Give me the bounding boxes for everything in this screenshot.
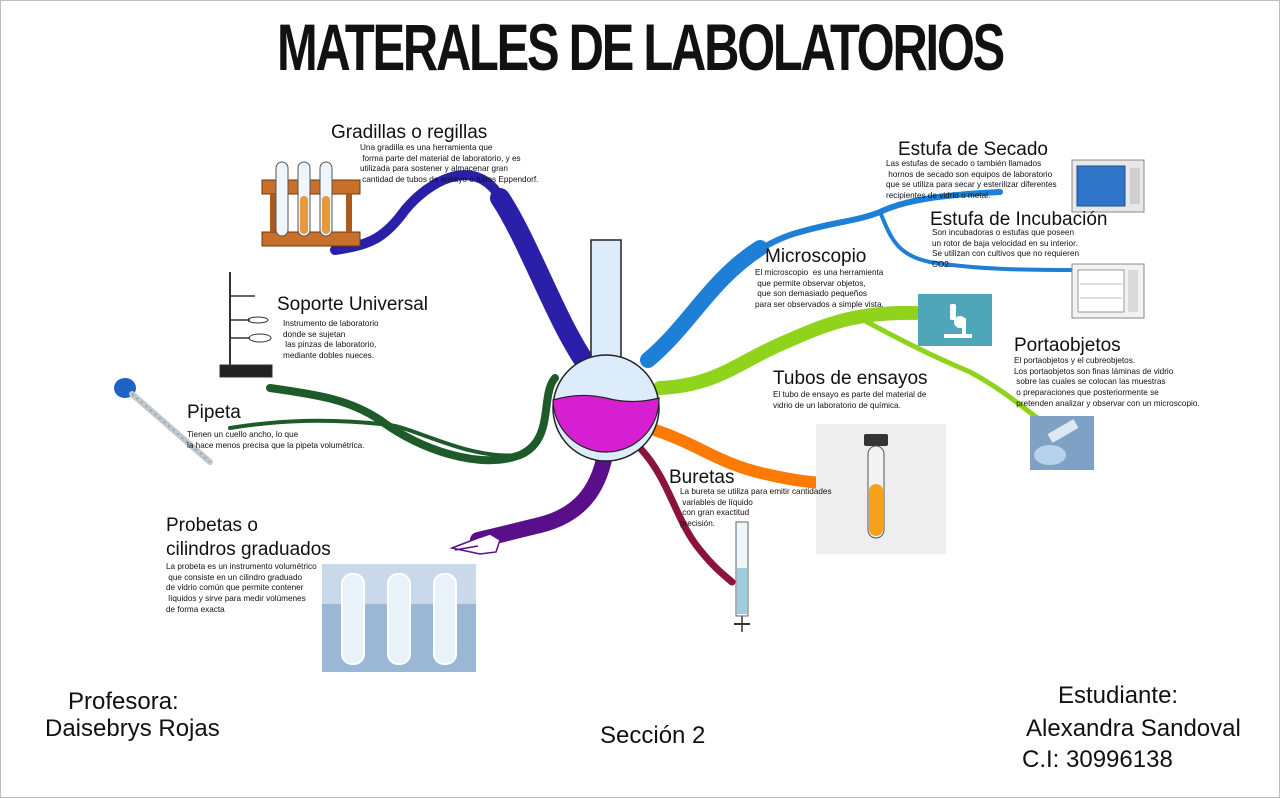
buretas-description: La bureta se utiliza para emitir cantida… [680, 487, 832, 530]
portaobjetos-heading: Portaobjetos [1014, 336, 1121, 357]
drying-oven-icon [1072, 160, 1144, 212]
gradillas-heading: Gradillas o regillas [331, 123, 487, 144]
branch-probetas [478, 455, 605, 540]
profesora-name: Daisebrys Rojas [45, 715, 220, 743]
estudiante-label: Estudiante: [1058, 682, 1178, 710]
tubos-heading: Tubos de ensayos [773, 369, 928, 390]
estufa-secado-description: Las estufas de secado o también llamados… [886, 159, 1057, 202]
gradillas-description: Una gradilla es una herramienta que form… [360, 143, 538, 186]
soporte-heading: Soporte Universal [277, 295, 428, 316]
test-tube-rack-icon [262, 162, 360, 246]
pipeta-heading: Pipeta [187, 403, 241, 424]
pipeta-description: Tienen un cuello ancho, lo que la hace m… [187, 430, 365, 451]
student-id: C.I: 30996138 [1022, 746, 1173, 774]
graduated-cylinders-icon [322, 564, 476, 672]
probetas-description: La probeta es un instrumento volumétrico… [166, 562, 317, 615]
estufa-secado-heading: Estufa de Secado [898, 140, 1048, 161]
microscopio-heading: Microscopio [765, 247, 866, 268]
estufa-incubacion-description: Son incubadoras o estufas que poseen un … [932, 228, 1079, 271]
microscope-slide-icon [1030, 416, 1094, 470]
ring-stand-icon [220, 272, 272, 377]
burette-icon [734, 522, 750, 632]
buretas-heading: Buretas [669, 468, 734, 489]
portaobjetos-description: El portaobjetos y el cubreobjetos. Los p… [1014, 356, 1200, 409]
estudiante-name: Alexandra Sandoval [1026, 715, 1241, 743]
microscope-icon [918, 294, 992, 346]
test-tube-icon [816, 424, 946, 554]
seccion-label: Sección 2 [600, 722, 705, 750]
tubos-description: El tubo de ensayo es parte del material … [773, 390, 926, 411]
microscopio-description: El microscopio es una herramienta que pe… [755, 268, 884, 311]
profesora-label: Profesora: [68, 688, 179, 716]
soporte-description: Instrumento de laboratorio donde se suje… [283, 319, 379, 362]
probetas-heading-line1: Probetas o [166, 516, 258, 537]
incubator-icon [1072, 264, 1144, 318]
probetas-heading-line2: cilindros graduados [166, 540, 331, 561]
